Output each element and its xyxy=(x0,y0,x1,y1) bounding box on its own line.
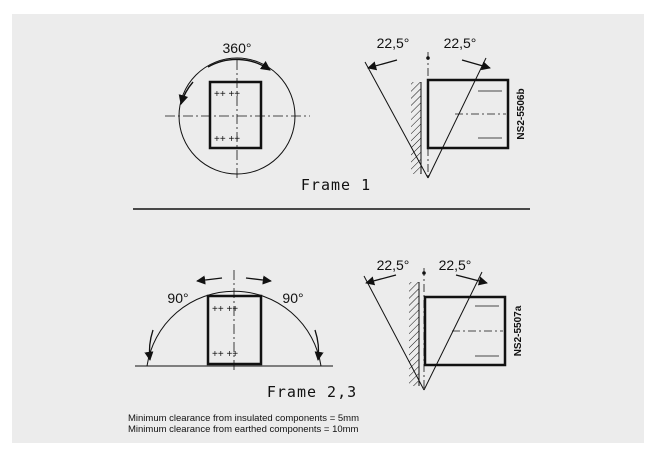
terminal-marks-top: ++ ++ xyxy=(212,304,238,315)
drawing-number: NS2-5507a xyxy=(513,305,524,356)
rotation-arrow-right-bottom xyxy=(314,329,324,361)
top-tilt-view: 22,5° 22,5° NS2-5506b xyxy=(364,35,527,179)
bottom-rotation-view: ++ ++ ++ ++ 90° 90° xyxy=(135,270,333,370)
angle-label-left: 22,5° xyxy=(377,257,410,273)
frame-label-top: Frame 1 xyxy=(301,176,371,194)
terminal-marks-bottom: ++ ++ xyxy=(214,134,240,145)
pivot-dot xyxy=(426,56,430,60)
diagram-panel xyxy=(12,14,644,443)
angle-arrow-right xyxy=(455,274,488,286)
terminal-marks-bottom: ++ ++ xyxy=(212,349,238,360)
rotation-arc xyxy=(146,290,322,367)
angle-arrow-left xyxy=(365,274,397,286)
angle-arrow-left xyxy=(367,59,398,71)
bottom-tilt-view: 22,5° 22,5° NS2-5507a xyxy=(363,257,524,391)
rotation-label: 360° xyxy=(223,40,252,56)
terminal-marks-top: ++ ++ xyxy=(214,89,240,100)
angle-label-right: 22,5° xyxy=(444,35,477,51)
device-body xyxy=(208,80,263,150)
rotation-arrow-left-top xyxy=(196,275,223,285)
rotation-arrow-left-bottom xyxy=(144,329,154,361)
mounting-wall-hatch xyxy=(411,82,421,174)
pivot-dot xyxy=(422,271,426,275)
tilt-line-left xyxy=(364,61,429,179)
drawing-number: NS2-5506b xyxy=(516,88,527,139)
angle-label-left: 22,5° xyxy=(377,35,410,51)
angle-label-right: 22,5° xyxy=(439,257,472,273)
rotation-arrow-left xyxy=(178,81,194,105)
clearance-note-earthed: Minimum clearance from earthed component… xyxy=(128,424,359,435)
tilt-line-left xyxy=(363,275,425,391)
mounting-wall-hatch xyxy=(409,282,419,386)
frame-label-bottom: Frame 2,3 xyxy=(267,383,357,401)
angle-arrow-right xyxy=(461,59,491,71)
tilt-line-right xyxy=(427,57,487,179)
device-body xyxy=(206,294,263,366)
clearance-note-insulated: Minimum clearance from insulated compone… xyxy=(128,413,359,424)
rotation-label-right: 90° xyxy=(282,290,303,306)
rotation-arrow-right xyxy=(207,58,271,71)
rotation-arrow-right-top xyxy=(245,275,272,285)
device-side-view xyxy=(426,78,510,150)
rotation-label-left: 90° xyxy=(167,290,188,306)
device-side-view xyxy=(423,295,507,367)
top-rotation-view: ++ ++ ++ ++ 360° xyxy=(165,40,310,178)
